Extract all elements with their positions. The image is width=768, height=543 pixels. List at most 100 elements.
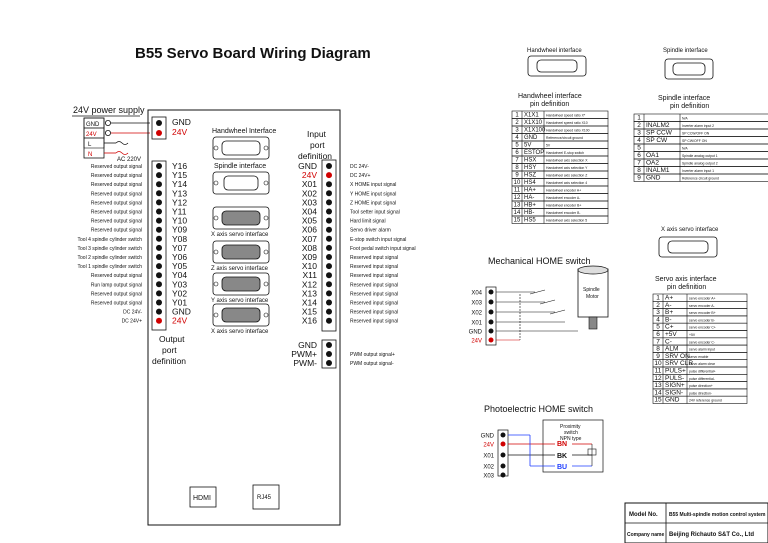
mech-terminal-x03 xyxy=(488,299,494,305)
table-cell: Handwheel encoder B- xyxy=(546,211,581,215)
pwm-terminal-1 xyxy=(326,351,332,357)
table-cell: servo enable xyxy=(689,355,709,359)
photo-terminal-x01 xyxy=(500,452,506,458)
x-axis-interface-label-2: X axis servo interface xyxy=(211,329,269,335)
table-cell: pulse direction- xyxy=(689,391,712,395)
input-pin-x11: X11 xyxy=(303,270,318,280)
output-terminal-y08 xyxy=(156,235,162,242)
motor-label-2: Motor xyxy=(586,294,599,300)
input-desc-x10: Reserved input signal xyxy=(350,264,398,270)
y-axis-interface-label: Y axis servo interface xyxy=(211,298,269,304)
table-cell: 4 xyxy=(637,137,641,144)
input-desc-x13: Reserved input signal xyxy=(350,291,398,297)
output-port-label-1: Output xyxy=(159,334,185,344)
table-cell: 5V xyxy=(524,143,531,149)
input-terminal-x10 xyxy=(326,263,332,270)
handwheel-connector-icon xyxy=(212,136,270,160)
table-cell: Handwheel E-stop switch xyxy=(546,151,584,155)
output-terminal-y11 xyxy=(156,208,162,215)
table-cell: PULS- xyxy=(665,375,684,382)
output-desc-24v: DC 24V+ xyxy=(122,319,143,325)
spindle-interface-label: Spindle interface xyxy=(214,163,266,170)
input-desc-gnd: DC 24V- xyxy=(350,164,369,170)
table-cell: X1X100 xyxy=(524,128,546,134)
table-cell: C- xyxy=(665,338,672,345)
z-axis-connector-icon xyxy=(212,240,270,264)
table-cell: Handwheel axis selection X xyxy=(546,159,588,163)
pwm-desc-2: PWM output signal- xyxy=(350,361,394,367)
output-terminal-y04 xyxy=(156,272,162,279)
output-desc-y06: Tool 2 spindle cylinder switch xyxy=(78,255,143,261)
table-cell: GND xyxy=(665,397,680,404)
table-cell: OA2 xyxy=(646,160,659,167)
input-pin-x06: X06 xyxy=(302,225,317,235)
table-row xyxy=(633,143,768,152)
table-cell: 13 xyxy=(654,382,662,389)
input-terminal-x12 xyxy=(326,281,332,288)
input-pin-x01: X01 xyxy=(302,179,317,189)
table-cell: SP CCW xyxy=(646,130,673,137)
input-terminal-x11 xyxy=(326,272,332,279)
table-cell: 8 xyxy=(515,165,519,171)
y-axis-connector-icon xyxy=(212,272,270,296)
table-cell: 8 xyxy=(656,346,660,353)
output-pin-y10: Y10 xyxy=(172,216,187,226)
table-cell: HB- xyxy=(524,210,534,216)
handwheel-def-title-2: pin definition xyxy=(530,101,569,108)
table-cell: Handwheel axis selection Z xyxy=(546,174,587,178)
pwm-terminal-2 xyxy=(326,360,332,366)
table-cell: Handwheel encoder A- xyxy=(546,196,580,200)
output-terminal-y07 xyxy=(156,244,162,251)
table-cell: 1 xyxy=(637,115,641,122)
input-pin-x04: X04 xyxy=(302,207,317,217)
input-desc-x01: X HOME input signal xyxy=(350,182,396,188)
table-cell: 3 xyxy=(515,128,519,134)
output-pin-y01: Y01 xyxy=(172,298,187,308)
table-cell: ESTOP xyxy=(524,150,544,156)
output-desc-y02: Reserved output signal xyxy=(91,291,142,297)
output-desc-y04: Reserved output signal xyxy=(91,273,142,279)
x-axis-interface-label: X axis servo interface xyxy=(211,232,269,238)
table-cell: N/A xyxy=(682,147,688,151)
table-cell: 9 xyxy=(656,353,660,360)
input-desc-x03: Z HOME input signal xyxy=(350,200,396,206)
photo-terminal-x03 xyxy=(500,472,506,478)
input-pin-x03: X03 xyxy=(302,197,317,207)
table-cell: servo alarm clear xyxy=(689,362,716,366)
output-pin-y08: Y08 xyxy=(172,234,187,244)
table-cell: INALM2 xyxy=(646,122,670,129)
table-cell: Reference circuit ground xyxy=(682,177,719,181)
table-cell: 5 xyxy=(637,145,641,152)
servo-icon-title: X axis servo interface xyxy=(661,227,719,233)
table-cell: SP CW xyxy=(646,137,668,144)
handwheel-def-title-1: Handwheel interface xyxy=(518,93,582,100)
input-terminal-x02 xyxy=(326,190,332,197)
table-cell: HSY xyxy=(524,165,536,171)
table-cell: 6 xyxy=(656,331,660,338)
input-pin-x02: X02 xyxy=(302,188,317,198)
output-pin-y09: Y09 xyxy=(172,225,187,235)
table-row xyxy=(511,215,609,224)
mech-terminal-x02 xyxy=(488,309,494,315)
table-cell: 6 xyxy=(515,150,519,156)
table-cell: 8 xyxy=(637,167,641,174)
input-terminal-x03 xyxy=(326,199,332,206)
input-terminal-x16 xyxy=(326,317,332,324)
output-pin-y04: Y04 xyxy=(172,270,187,280)
x-axis-connector-icon xyxy=(212,206,270,230)
input-desc-24v: DC 24V+ xyxy=(350,173,371,179)
photo-pin-x03: X03 xyxy=(483,474,494,480)
table-cell: B+ xyxy=(665,309,673,316)
input-desc-x15: Reserved input signal xyxy=(350,310,398,316)
table-cell: 5V xyxy=(546,144,551,148)
table-cell: ALM xyxy=(665,346,678,353)
servo-def-title-1: Servo axis interface xyxy=(655,276,717,283)
table-cell: 9 xyxy=(515,173,519,179)
output-desc-y05: Tool 1 spindle cylinder switch xyxy=(78,264,143,270)
table-cell: servo encoder B- xyxy=(689,318,715,322)
servo-def-title-2: pin definition xyxy=(667,284,706,291)
sensor-label-2: switch xyxy=(564,430,578,436)
table-cell: 3 xyxy=(656,309,660,316)
output-terminal-y02 xyxy=(156,290,162,297)
